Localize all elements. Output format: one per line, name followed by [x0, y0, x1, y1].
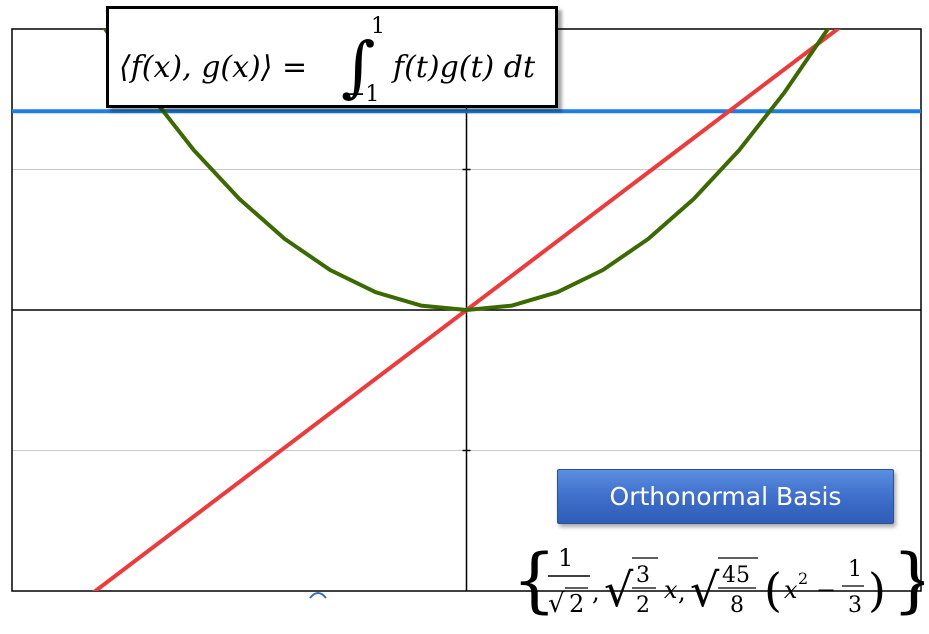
term2-denominator: 2 [636, 593, 650, 618]
inner-product-formula: ⟨f(x), g(x)⟩ = ∫ 1 −1 f(t)g(t) dt [106, 6, 558, 108]
term3-exponent: 2 [798, 569, 808, 588]
term1-numerator: 1 [558, 544, 573, 572]
orthonormal-basis-button[interactable]: Orthonormal Basis [557, 469, 894, 524]
term3-x: x [784, 576, 798, 604]
formula-lhs: ⟨f(x), g(x)⟩ = [119, 50, 307, 85]
comma-1: , [592, 578, 600, 606]
series-lines [12, 29, 921, 591]
close-brace: } [892, 539, 924, 621]
integral-lower-limit: −1 [347, 82, 379, 105]
term1-root-icon: √ [548, 589, 565, 619]
term3-minus: − [816, 576, 836, 604]
term3-open-paren: ( [764, 563, 782, 617]
integral-sign-icon: ∫ [341, 28, 375, 105]
basis-set-math: { 1 √ 2 , √ 3 2 x , √ 45 8 ( x 2 − 1 3 )… [512, 539, 929, 621]
cursor-icon [309, 592, 327, 599]
term2-numerator: 3 [636, 563, 650, 588]
series-line-2 [102, 29, 831, 312]
integral-upper-limit: 1 [371, 14, 385, 39]
term3-denominator: 8 [730, 593, 744, 618]
term3-fraction-denominator: 3 [848, 593, 862, 618]
formula-math: ⟨f(x), g(x)⟩ = ∫ 1 −1 f(t)g(t) dt [119, 14, 536, 107]
open-brace: { [512, 539, 557, 621]
term3-numerator: 45 [722, 563, 750, 588]
comma-2: , [678, 578, 686, 606]
orthonormal-basis-set: { 1 √ 2 , √ 3 2 x , √ 45 8 ( x 2 − 1 3 )… [512, 526, 929, 630]
term3-fraction-numerator: 1 [848, 557, 862, 582]
term2-variable: x [664, 576, 678, 604]
term2-root-icon: √ [604, 563, 634, 617]
formula-integrand: f(t)g(t) dt [391, 50, 536, 85]
term1-radicand: 2 [569, 590, 584, 618]
term3-close-paren: ) [868, 563, 886, 617]
term3-root-icon: √ [690, 563, 720, 617]
